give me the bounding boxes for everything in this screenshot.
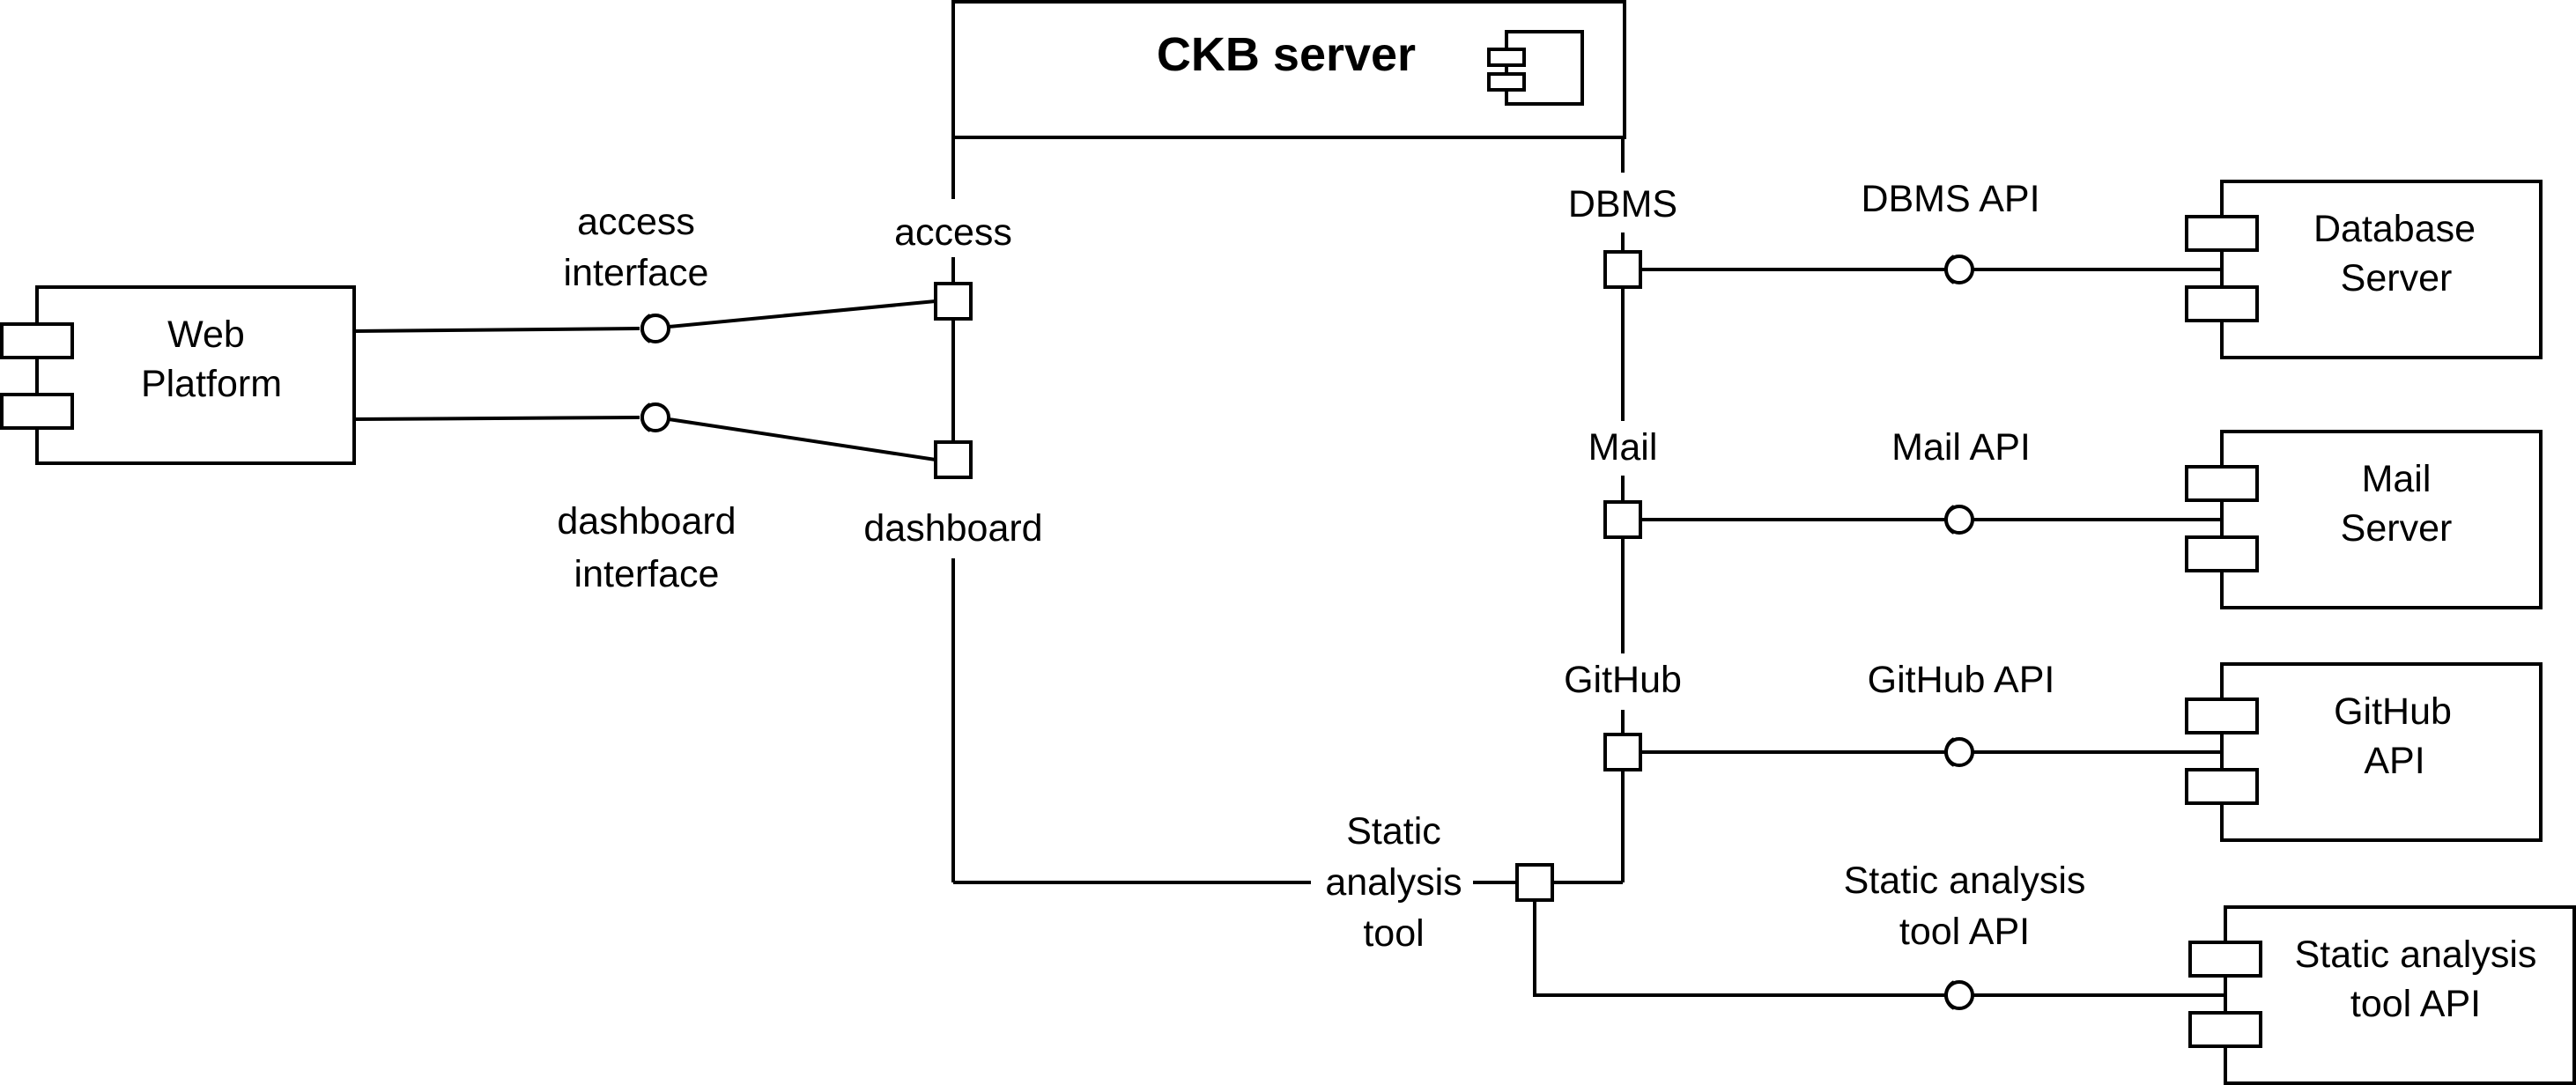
github-port bbox=[1603, 733, 1642, 771]
github-api-connector bbox=[1640, 737, 2222, 767]
static-port-label-1: Static bbox=[1346, 810, 1441, 852]
web-platform-label-1: Web bbox=[167, 314, 245, 356]
access-interface-label-2: interface bbox=[564, 252, 709, 294]
static-analysis-tool-api-component: Static analysis tool API bbox=[2188, 905, 2576, 1085]
static-api-interface-label-2: tool API bbox=[1899, 911, 2030, 953]
dashboard-interface-connector bbox=[353, 402, 936, 461]
github-api-interface-label: GitHub API bbox=[1868, 659, 2055, 701]
server-internal-lines bbox=[951, 137, 1945, 997]
static-analysis-port bbox=[1515, 863, 1554, 902]
access-port-label: access bbox=[894, 211, 1012, 254]
static-tool-api-label-1: Static analysis bbox=[2295, 934, 2537, 976]
mail-server-component: Mail Server bbox=[2185, 430, 2543, 609]
dbms-api-label: DBMS API bbox=[1861, 178, 2039, 220]
web-platform-component: Web Platform bbox=[0, 285, 356, 465]
mail-port-label: Mail bbox=[1588, 426, 1658, 469]
dashboard-interface-label-1: dashboard bbox=[557, 500, 736, 542]
github-api-component: GitHub API bbox=[2185, 662, 2543, 842]
static-tool-api-label-2: tool API bbox=[2350, 983, 2481, 1025]
web-platform-label-2: Platform bbox=[141, 363, 282, 405]
dbms-port-label: DBMS bbox=[1568, 183, 1677, 225]
mail-server-label-2: Server bbox=[2341, 507, 2453, 550]
dbms-api-connector bbox=[1640, 255, 2222, 284]
mail-server-label-1: Mail bbox=[2362, 458, 2432, 500]
dashboard-interface-label-2: interface bbox=[574, 553, 720, 595]
mail-port bbox=[1603, 500, 1642, 539]
access-interface-connector bbox=[353, 299, 936, 343]
access-interface-label-1: access bbox=[577, 201, 695, 243]
component-icon bbox=[1487, 30, 1584, 106]
github-port-label: GitHub bbox=[1564, 659, 1682, 701]
github-api-component-label-1: GitHub bbox=[2334, 690, 2452, 733]
database-server-label-2: Server bbox=[2341, 257, 2453, 299]
github-api-component-label-2: API bbox=[2364, 740, 2424, 782]
dbms-port bbox=[1603, 250, 1642, 289]
static-port-label-3: tool bbox=[1363, 912, 1424, 955]
mail-api-connector bbox=[1640, 505, 2222, 535]
static-port-label-2: analysis bbox=[1325, 861, 1462, 904]
access-port bbox=[934, 282, 973, 321]
database-server-label-1: Database bbox=[2313, 208, 2476, 250]
ckb-server-title: CKB server bbox=[1157, 28, 1416, 81]
static-api-interface-label-1: Static analysis bbox=[1844, 860, 2086, 902]
dashboard-port-label: dashboard bbox=[863, 507, 1042, 550]
mail-api-label: Mail API bbox=[1891, 426, 2031, 469]
database-server-component: Database Server bbox=[2185, 180, 2543, 359]
static-api-connector bbox=[1944, 980, 2225, 1010]
dashboard-port bbox=[934, 440, 973, 479]
ckb-server-component: CKB server bbox=[951, 0, 1626, 139]
